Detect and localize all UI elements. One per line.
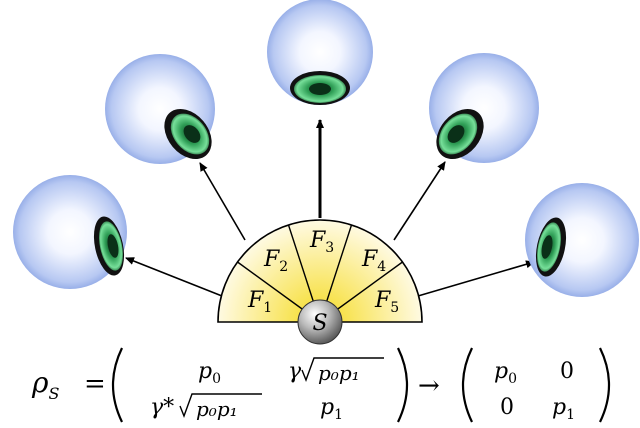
matrix2-left-paren (462, 347, 473, 423)
arrow-to-eye-1 (125, 257, 223, 297)
source-label: S (312, 311, 327, 336)
eye-3-icon (267, 0, 373, 105)
m1-entry-a: p0 (198, 359, 221, 387)
rho-symbol: ρS (31, 366, 59, 403)
m2-entry-d: p1 (552, 395, 575, 423)
m1-entry-d: p1 (320, 395, 343, 423)
m1-entry-c-rad: p₀p₁ (196, 397, 238, 421)
eye-5-icon (525, 183, 639, 297)
matrix1-right-paren (397, 347, 408, 423)
fragment-label-3: F3 (309, 228, 334, 256)
system-source: S (297, 299, 343, 345)
matrix2-right-paren (599, 347, 610, 423)
m2-entry-c: 0 (500, 395, 514, 420)
fragment-label-4: F4 (361, 247, 386, 275)
equals-sign: = (84, 369, 106, 399)
arrow-to-eye-5 (417, 260, 535, 297)
matrix1-left-paren (112, 347, 123, 423)
fragment-label-5: F5 (374, 288, 399, 316)
m2-entry-a: p0 (494, 359, 517, 387)
eye-4-icon (429, 53, 539, 163)
m1-entry-c: γ* (150, 395, 174, 420)
arrow-to-eye-2 (199, 162, 246, 241)
m1-entry-b: γ (288, 359, 302, 384)
fragment-label-2: F2 (263, 247, 288, 275)
m1-entry-b-rad: p₀p₁ (318, 361, 360, 385)
fragment-label-1: F1 (247, 288, 272, 316)
arrow-to-eye-4 (393, 161, 446, 241)
m2-entry-b: 0 (560, 359, 574, 384)
eye-1-icon (13, 175, 127, 289)
arrow-symbol: → (418, 371, 440, 401)
eye-2-icon (105, 54, 215, 164)
density-matrix-equation: ρS = p0 γ p₀p₁ γ* p₀p₁ p1 → p0 0 0 p1 (31, 347, 610, 423)
